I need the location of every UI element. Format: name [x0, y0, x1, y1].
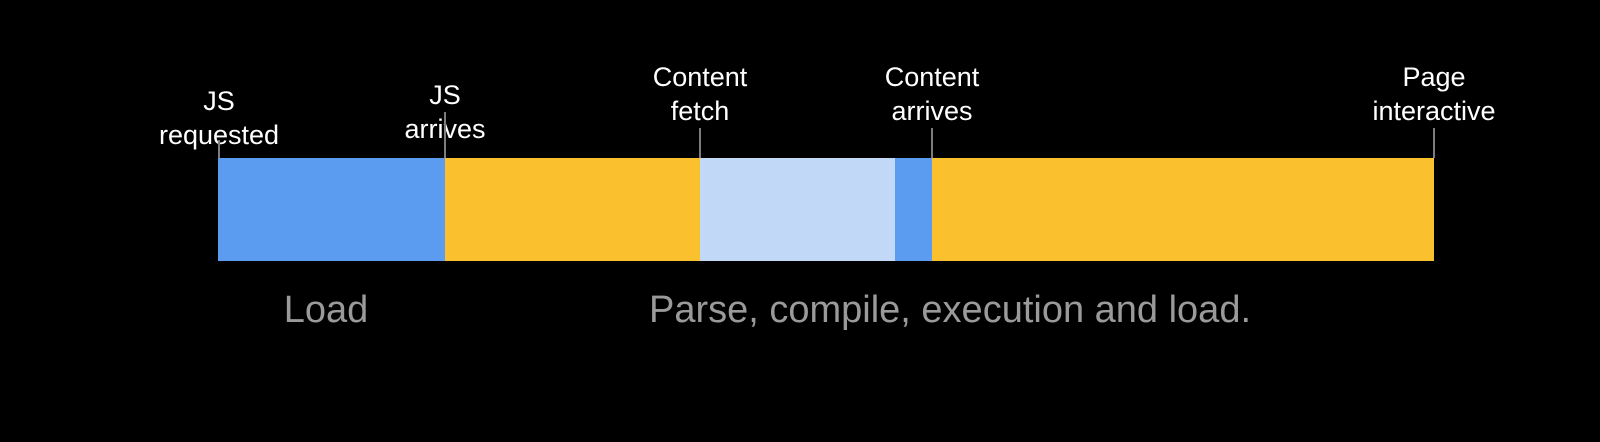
marker-tick-js-arrives: [444, 112, 446, 158]
marker-label-content-arrives: Content arrives: [884, 62, 980, 126]
bar-segment-content-load: [895, 158, 932, 261]
bar-segment-content-fetch: [700, 158, 895, 261]
marker-tick-js-requested: [218, 140, 220, 158]
bar-segment-parse-compile-2: [932, 158, 1434, 261]
marker-tick-content-arrives: [931, 128, 933, 158]
phase-caption-parse: Parse, compile, execution and load.: [648, 289, 1252, 331]
bar-segment-load: [218, 158, 445, 261]
bar-segment-parse-compile-1: [445, 158, 700, 261]
phase-caption-load: Load: [283, 289, 369, 331]
marker-tick-content-fetch: [699, 128, 701, 158]
timeline-bar: [218, 158, 1434, 261]
marker-label-page-interactive: Page interactive: [1372, 62, 1496, 126]
marker-label-content-fetch: Content fetch: [652, 62, 748, 126]
marker-tick-page-interactive: [1433, 128, 1435, 158]
marker-label-js-requested: JS requested: [158, 86, 280, 150]
